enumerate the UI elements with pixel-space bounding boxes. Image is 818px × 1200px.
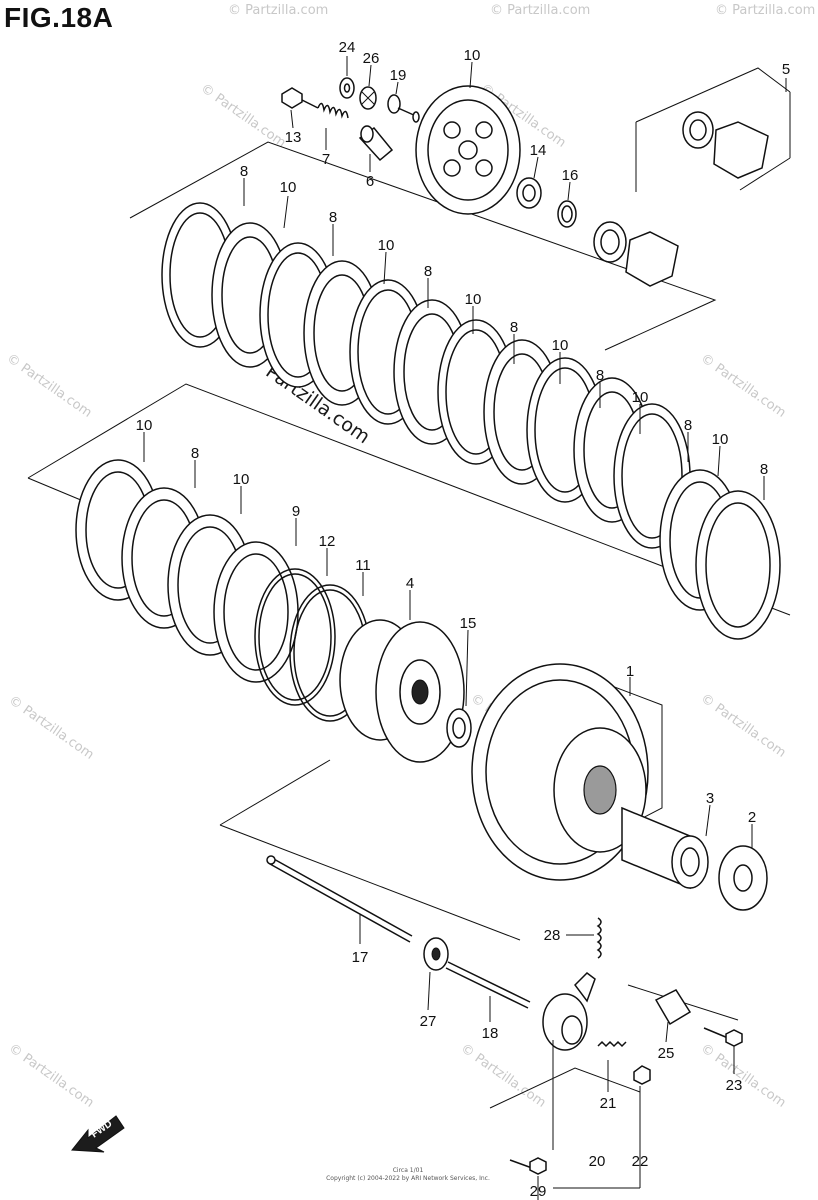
part-label: 8 (191, 445, 199, 462)
part-label: 28 (544, 927, 561, 944)
part-label: 9 (292, 503, 300, 520)
part-labels: 1 2 3 4 5 6 7 8 8 8 8 8 8 8 8 9 10 10 10… (136, 39, 791, 1200)
watermark: © Partzilla.com (228, 3, 328, 18)
part-11-pressure-plate (415, 85, 521, 215)
part-28-oil-seal (423, 937, 449, 971)
part-label: 8 (329, 209, 337, 226)
part-label: 8 (596, 367, 604, 384)
watermark: © Partzilla.com (6, 1041, 97, 1111)
part-label: 6 (366, 173, 374, 190)
copyright-footer: Circa 1/01 Copyright (c) 2004-2022 by AR… (326, 1167, 490, 1182)
part-label: 8 (510, 319, 518, 336)
part-label: 17 (352, 949, 369, 966)
section-frames (27, 67, 791, 1189)
watermark: © Partzilla.com (698, 351, 789, 421)
part-label: 29 (530, 1183, 547, 1200)
part-label: 8 (684, 417, 692, 434)
figure-title: FIG.18A (4, 2, 114, 33)
part-2-washer (718, 845, 768, 911)
watermark: © Partzilla.com (458, 1041, 549, 1111)
part-21-release-assembly (542, 972, 596, 1051)
part-3-bearing (621, 806, 709, 890)
part-label: 8 (240, 163, 248, 180)
part-label: 10 (136, 417, 153, 434)
leader-lines (143, 56, 787, 1200)
fwd-arrow-icon: FWD (71, 1115, 125, 1153)
part-label: 14 (530, 142, 547, 159)
plate-row-2 (75, 459, 371, 722)
part-label: 10 (712, 431, 729, 448)
part-5-damper-set-loose (593, 221, 679, 287)
plate-row-1 (161, 202, 781, 640)
part-5-damper-set-boxed (682, 111, 769, 179)
part-label: 1 (626, 663, 634, 680)
part-27-bearing (359, 86, 377, 110)
part-20-lifter-rod (387, 94, 420, 123)
part-label: 25 (658, 1045, 675, 1062)
part-16-washer (446, 708, 472, 748)
part-label: 3 (706, 790, 714, 807)
part-label: 15 (460, 615, 477, 632)
part-label: 20 (589, 1153, 606, 1170)
part-15-spacer (516, 177, 542, 209)
footer-line: Circa 1/01 (393, 1167, 424, 1174)
watermark: © Partzilla.com (4, 351, 95, 421)
part-4-sleeve-hub (339, 619, 465, 763)
part-30-bolt (509, 1157, 547, 1175)
part-24-bolt (703, 1027, 743, 1047)
watermark: © Partzilla.com (715, 3, 815, 18)
part-label: 27 (420, 1013, 437, 1030)
watermark: © Partzilla.com (698, 1041, 789, 1111)
part-6-spring-holder (358, 125, 394, 162)
part-label: 23 (726, 1077, 743, 1094)
part-label: 10 (465, 291, 482, 308)
part-label: 11 (355, 557, 371, 574)
watermark: © Partzilla.com (698, 691, 789, 761)
part-label: 18 (482, 1025, 499, 1042)
part-19-push-rod (445, 961, 531, 1009)
watermark: © Partzilla.com (198, 81, 289, 151)
watermark: © Partzilla.com (6, 693, 97, 763)
part-29-spring (596, 917, 602, 959)
part-label: 10 (552, 337, 569, 354)
part-label: 22 (632, 1153, 649, 1170)
footer-line: Copyright (c) 2004-2022 by ARI Network S… (326, 1175, 490, 1182)
part-17-washer (557, 200, 577, 228)
part-label: 10 (464, 47, 481, 64)
part-label: 26 (363, 50, 380, 67)
part-label: 16 (562, 167, 579, 184)
part-23-nut (633, 1065, 651, 1085)
part-25-washer (339, 77, 355, 99)
part-7-spring (317, 102, 349, 119)
part-label: 24 (339, 39, 356, 56)
watermark: © Partzilla.com (490, 3, 590, 18)
part-18-push-rod (266, 855, 413, 943)
part-label: 7 (322, 151, 330, 168)
part-label: 19 (390, 67, 407, 84)
part-label: 10 (280, 179, 297, 196)
part-label: 21 (600, 1095, 617, 1112)
part-label: 2 (748, 809, 756, 826)
part-label: 4 (406, 575, 414, 592)
part-label: 10 (632, 389, 649, 406)
part-label: 8 (424, 263, 432, 280)
part-14-bolt (281, 87, 319, 109)
part-label: 5 (782, 61, 790, 78)
part-22-stud (597, 1040, 627, 1048)
part-label: 13 (285, 129, 302, 146)
part-26-dowel (654, 989, 692, 1026)
part-label: 8 (760, 461, 768, 478)
part-label: 10 (233, 471, 250, 488)
part-label: 10 (378, 237, 395, 254)
part-label: 12 (319, 533, 336, 550)
